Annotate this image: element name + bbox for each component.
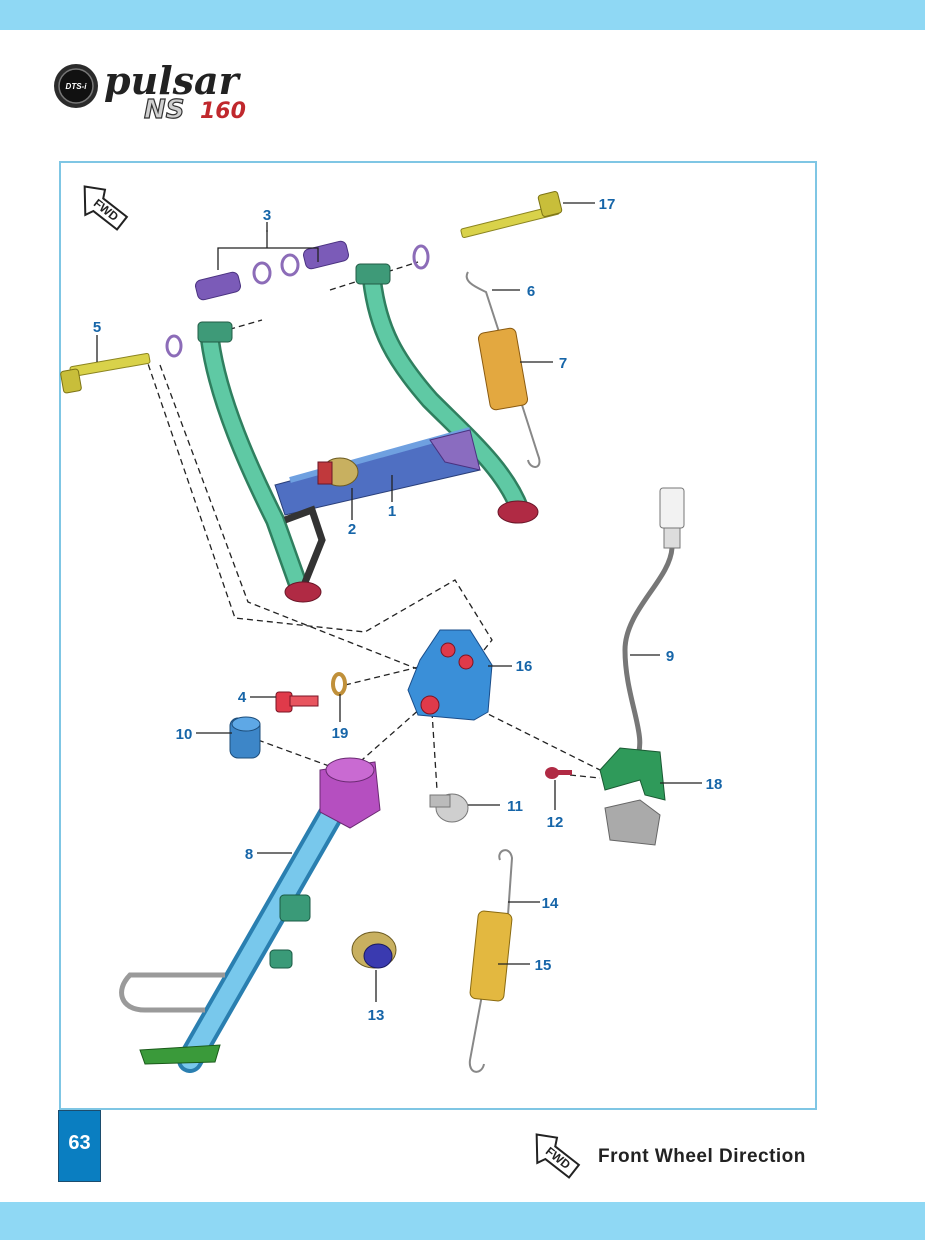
part-4-bolt [275,691,319,713]
washer-ring [412,244,430,270]
part-3-bushes [195,230,349,301]
callout-leader-lines [96,202,702,1002]
part-14-15-spring [468,849,514,1073]
callout-1: 1 [388,503,396,520]
callout-17: 17 [599,196,616,213]
callout-9: 9 [666,648,674,665]
callout-5: 5 [93,319,101,336]
top-band [0,0,925,30]
part-8-side-stand [119,757,381,1073]
part-17-bolt [460,191,563,239]
callout-8: 8 [245,846,253,863]
callout-12: 12 [547,814,564,831]
part-18-bracket [599,747,666,846]
callout-11: 11 [507,798,523,815]
part-11-bolt [429,793,469,823]
part-2-pivot [317,457,359,487]
page-number: 63 [58,1110,101,1182]
callout-4: 4 [238,689,247,706]
part-5-bolt [60,352,151,394]
part-13-rubber [351,931,397,969]
callout-7: 7 [559,355,567,372]
callout-2: 2 [348,521,356,538]
pulsar-ns160-logo: DTS-i pulsar NS 160 [54,58,246,122]
fwd-legend-text: Front Wheel Direction [598,1146,806,1167]
fwd-legend-arrow-icon: FWD [535,1133,581,1179]
part-10-bush [229,716,261,759]
assembly-dashed-lines [144,261,611,791]
part-16-bracket [407,629,493,721]
callout-18: 18 [706,776,723,793]
callout-6: 6 [527,283,535,300]
logo-badge-text: DTS-i [66,82,88,91]
bottom-band [0,1202,925,1240]
callout-15: 15 [535,957,552,974]
washer-ring-left [165,334,183,358]
part-9-sensor-wire [622,487,685,762]
logo-model-number: 160 [200,99,246,122]
part-1-main-stand [197,263,539,603]
callout-13: 13 [368,1007,385,1024]
callout-3: 3 [263,207,271,224]
callout-19: 19 [332,725,349,742]
callout-16: 16 [516,658,533,675]
diagram-frame [59,161,817,1110]
part-12-screw [545,767,572,779]
logo-model-letters: NS [144,95,185,122]
fwd-arrow-icon: FWD [83,185,129,231]
callout-14: 14 [542,895,559,912]
callout-10: 10 [176,726,193,743]
part-6-7-spring [465,271,541,468]
part-19-washer [331,672,347,696]
logo-brand-name: pulsar [104,58,242,103]
